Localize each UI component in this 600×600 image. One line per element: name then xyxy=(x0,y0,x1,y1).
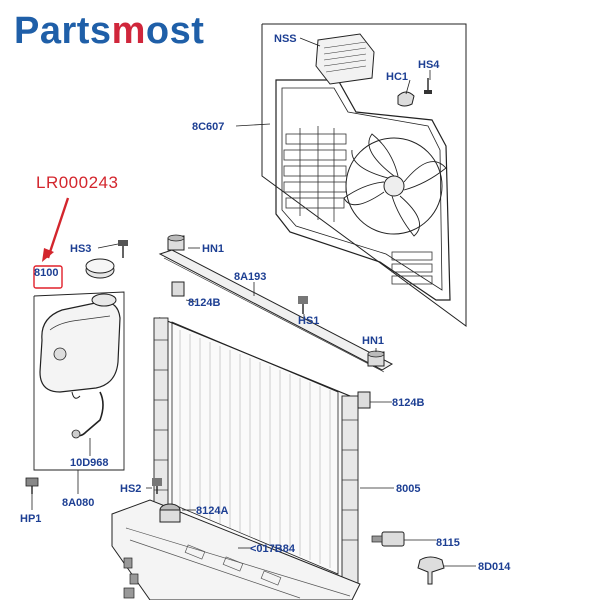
label-hn1-mid: HN1 xyxy=(362,335,384,347)
lower-clips xyxy=(123,557,139,599)
highlighted-part-number: LR000243 xyxy=(36,173,119,192)
highlight-box xyxy=(33,265,63,289)
brand-text-parts: Parts xyxy=(14,10,112,52)
level-sensor xyxy=(71,391,104,439)
leader-lines xyxy=(31,70,476,567)
tank-bracket-box xyxy=(33,291,125,471)
label-8124b-top: 8124B xyxy=(188,297,220,309)
hs4-screw xyxy=(424,78,432,94)
brand-text-m: m xyxy=(111,10,146,52)
hs3-screw xyxy=(118,240,128,258)
label-8a080: 8A080 xyxy=(62,497,94,509)
hn1-clip-mid xyxy=(367,350,385,367)
lower-deflector xyxy=(111,499,361,600)
coolant-cap xyxy=(85,258,115,279)
radiator xyxy=(153,317,359,585)
highlight-arrow xyxy=(42,197,70,262)
radiator-fins xyxy=(179,330,331,568)
fan-shroud xyxy=(275,79,451,301)
label-017b84: <017B84 xyxy=(250,543,296,555)
seal-strip xyxy=(158,249,394,373)
label-hs1: HS1 xyxy=(298,315,319,327)
label-nss: NSS xyxy=(274,33,297,45)
hp1-bolt xyxy=(25,477,39,494)
label-hs2: HS2 xyxy=(120,483,141,495)
label-hp1: HP1 xyxy=(20,513,41,525)
fan-grille-left xyxy=(283,126,347,222)
brand-text-ost: ost xyxy=(145,10,205,52)
fan-assembly-frame xyxy=(261,23,467,327)
hc1-clip xyxy=(397,91,415,107)
brand-logo: Partsmost xyxy=(14,10,204,53)
drain-plug xyxy=(371,531,405,547)
label-8005: 8005 xyxy=(396,483,420,495)
label-8115: 8115 xyxy=(436,537,460,549)
hn1-clip-top xyxy=(167,234,185,251)
mount-8124a xyxy=(159,503,181,523)
hs1-bolt xyxy=(298,296,308,314)
label-8d014: 8D014 xyxy=(478,561,511,573)
label-hc1: HC1 xyxy=(386,71,408,83)
fan-grille-lower xyxy=(391,251,433,285)
expansion-tank xyxy=(39,293,121,399)
mount-8124b-top xyxy=(171,281,185,297)
label-8100: 8100 xyxy=(34,267,58,279)
label-hn1-top: HN1 xyxy=(202,243,224,255)
label-hs4: HS4 xyxy=(418,59,440,71)
fan-controller-module xyxy=(315,33,375,85)
bracket-8d014 xyxy=(417,556,445,585)
mount-8124b-mid xyxy=(357,391,371,409)
label-10d968: 10D968 xyxy=(70,457,109,469)
label-8124a: 8124A xyxy=(196,505,228,517)
label-hs3: HS3 xyxy=(70,243,91,255)
fan-blades-right xyxy=(343,133,447,237)
label-8124b-mid: 8124B xyxy=(392,397,424,409)
label-8c607: 8C607 xyxy=(192,121,224,133)
label-8a193: 8A193 xyxy=(234,271,266,283)
hs2-bolt xyxy=(152,478,162,494)
